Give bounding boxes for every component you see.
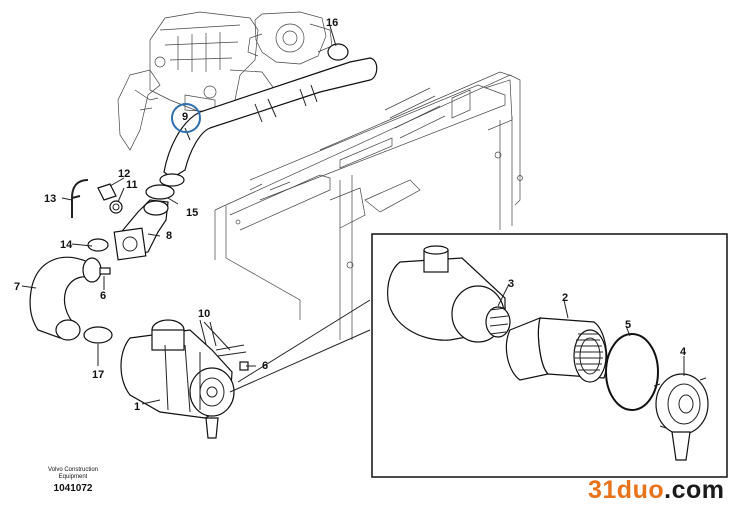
callout-12: 12 — [118, 168, 131, 180]
callout-6-left: 6 — [100, 290, 107, 302]
seal-ring-5 — [605, 333, 659, 411]
callout-8: 8 — [166, 230, 173, 242]
callout-3: 3 — [508, 278, 515, 290]
filter-element-2 — [505, 317, 608, 383]
brand-line-1: Volvo Construction — [47, 467, 99, 473]
callout-6-right: 6 — [262, 360, 269, 372]
part-13 — [71, 179, 89, 218]
hose-7 — [29, 256, 102, 341]
callout-17: 17 — [92, 369, 105, 381]
elbow-8 — [113, 199, 169, 261]
air-cleaner-1 — [120, 319, 249, 439]
leader-lines — [21, 25, 371, 405]
cover-4 — [653, 373, 709, 461]
drawing-number: 1041072 — [53, 483, 93, 494]
clamp-17 — [83, 326, 113, 344]
clamp-14 — [87, 238, 109, 252]
callout-16: 16 — [326, 17, 339, 29]
callout-11: 11 — [126, 179, 138, 191]
callout-2: 2 — [562, 292, 569, 304]
callout-4: 4 — [680, 346, 687, 358]
watermark-prefix: 31duo — [588, 476, 665, 504]
brand-line-2: Equipment — [58, 474, 88, 480]
callout-1: 1 — [134, 401, 141, 413]
callout-13: 13 — [44, 193, 57, 205]
clamp-15 — [145, 184, 175, 200]
turbocharger — [247, 11, 333, 65]
callout-14: 14 — [60, 239, 73, 251]
hose-9 — [159, 57, 378, 187]
callout-7: 7 — [14, 281, 21, 293]
callout-9: 9 — [182, 111, 189, 123]
watermark: 31duo.com — [588, 476, 724, 505]
callout-15: 15 — [186, 207, 199, 219]
bolt-6-left — [99, 267, 111, 275]
callout-5: 5 — [625, 319, 632, 331]
safety-filter-3 — [485, 306, 511, 338]
callout-10: 10 — [198, 308, 211, 320]
sensor-11-12 — [97, 183, 123, 214]
callout-9-highlight — [171, 103, 201, 133]
watermark-suffix: .com — [664, 476, 725, 504]
machine-frame — [214, 71, 523, 340]
clamp-16 — [327, 43, 349, 61]
